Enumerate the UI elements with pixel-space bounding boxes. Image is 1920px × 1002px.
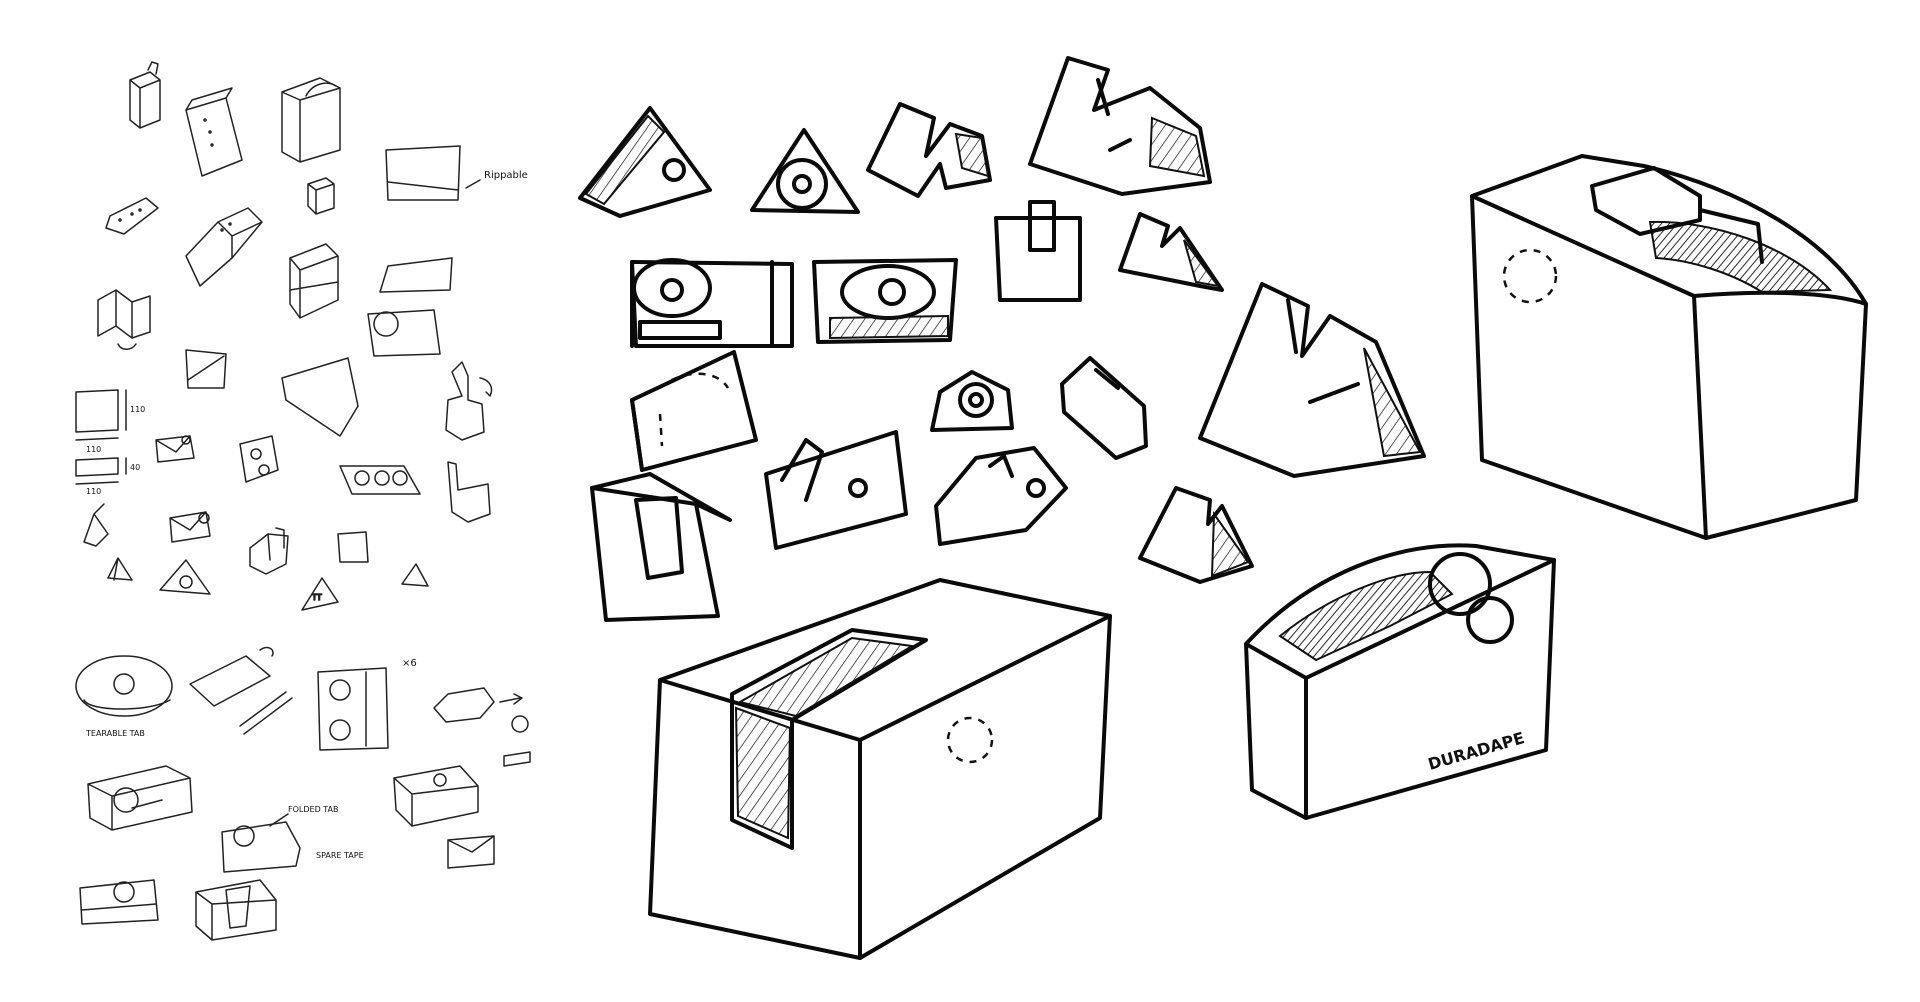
feature-arched-dispenser (1470, 154, 1868, 540)
thumb-folded-tab-pack (221, 813, 301, 873)
concept-slot-cube (1060, 356, 1148, 460)
thumb-pyramid-a (107, 557, 133, 581)
concept-handle-box (764, 430, 908, 550)
concept-tent-dispenser (1028, 56, 1212, 196)
concept-triangle-reel (750, 128, 860, 214)
thumb-rippable-sheet (385, 145, 481, 201)
concept-large-tent (1198, 282, 1426, 478)
thumb-reel-pack (239, 435, 279, 483)
thumb-dim-strip (75, 457, 127, 485)
dim-label-110-c: 110 (86, 487, 101, 496)
concept-a-frame-reel (1138, 486, 1254, 584)
dim-label-110-a: 110 (130, 405, 145, 414)
thumb-dispenser-mini (249, 527, 289, 575)
thumb-slot-box (195, 879, 277, 941)
dim-label-40: 40 (130, 463, 140, 472)
thumb-desk-dispenser-a (87, 765, 193, 831)
concept-slanted-box (934, 446, 1068, 546)
thumb-flat-square (337, 531, 369, 563)
concept-wedge-reel (578, 106, 712, 218)
thumb-tri-tag: TT (301, 577, 339, 611)
rippable-label: Rippable (484, 170, 528, 181)
thumb-reel-box (79, 879, 159, 925)
thumb-desk-dispenser-b (393, 765, 479, 827)
thumb-six-pack (317, 667, 389, 751)
concept-sketches (578, 56, 1426, 622)
feature-open-slot-block (648, 578, 1112, 960)
concept-dotted-box (630, 350, 758, 472)
thumb-flat-sheet (189, 646, 293, 735)
feature-desk-dispenser: DURADAPE (1244, 543, 1556, 820)
thumb-pyramid-b (401, 563, 429, 587)
thumb-wedge-a (83, 503, 109, 547)
thumb-kite (281, 357, 359, 437)
concept-a-frame-small (1118, 212, 1224, 292)
thumb-hex-prism (185, 207, 263, 287)
thumb-capsule (105, 197, 159, 235)
thumb-open-box (281, 77, 341, 163)
thumb-envelope (155, 435, 195, 463)
concept-u-cutout (994, 200, 1082, 302)
thumb-dotted-block (185, 87, 243, 177)
thumb-reel-tray (339, 465, 421, 495)
thumb-tall-box (129, 61, 161, 129)
thumb-hex-roll (433, 687, 531, 767)
concept-wide-reel-box (630, 258, 794, 348)
thumb-square (185, 349, 227, 389)
thumb-small-cube (307, 177, 335, 215)
folded-tab-label: FOLDED TAB (288, 805, 339, 814)
thumb-tearable-roll (75, 655, 173, 717)
spare-tape-label: SPARE TAPE (316, 851, 364, 860)
multiplier-label: ×6 (402, 658, 417, 669)
thumb-box-arrow (445, 361, 493, 441)
svg-text:TT: TT (311, 593, 322, 602)
thumb-trapezoid (379, 257, 453, 293)
thumb-cassette (289, 243, 339, 319)
concept-tube-box (590, 472, 732, 622)
concept-house-reel (930, 370, 1014, 432)
brand-wordmark: DURADAPE (1426, 728, 1527, 774)
thumb-circle-sheet (367, 309, 441, 357)
dim-label-110-b: 110 (86, 445, 101, 454)
tearable-tab-label: TEARABLE TAB (85, 729, 145, 738)
thumb-hook (447, 461, 491, 523)
concept-hatched-reel-box (812, 258, 958, 344)
thumb-envelope-c (447, 835, 495, 869)
thumbnail-sketches: Rippable (75, 61, 531, 941)
thumb-fold-card (97, 289, 151, 350)
thumb-dim-square (75, 389, 127, 441)
thumb-tri-reel (159, 559, 211, 595)
thumb-envelope-b (169, 511, 211, 543)
concept-m-block (866, 102, 992, 198)
